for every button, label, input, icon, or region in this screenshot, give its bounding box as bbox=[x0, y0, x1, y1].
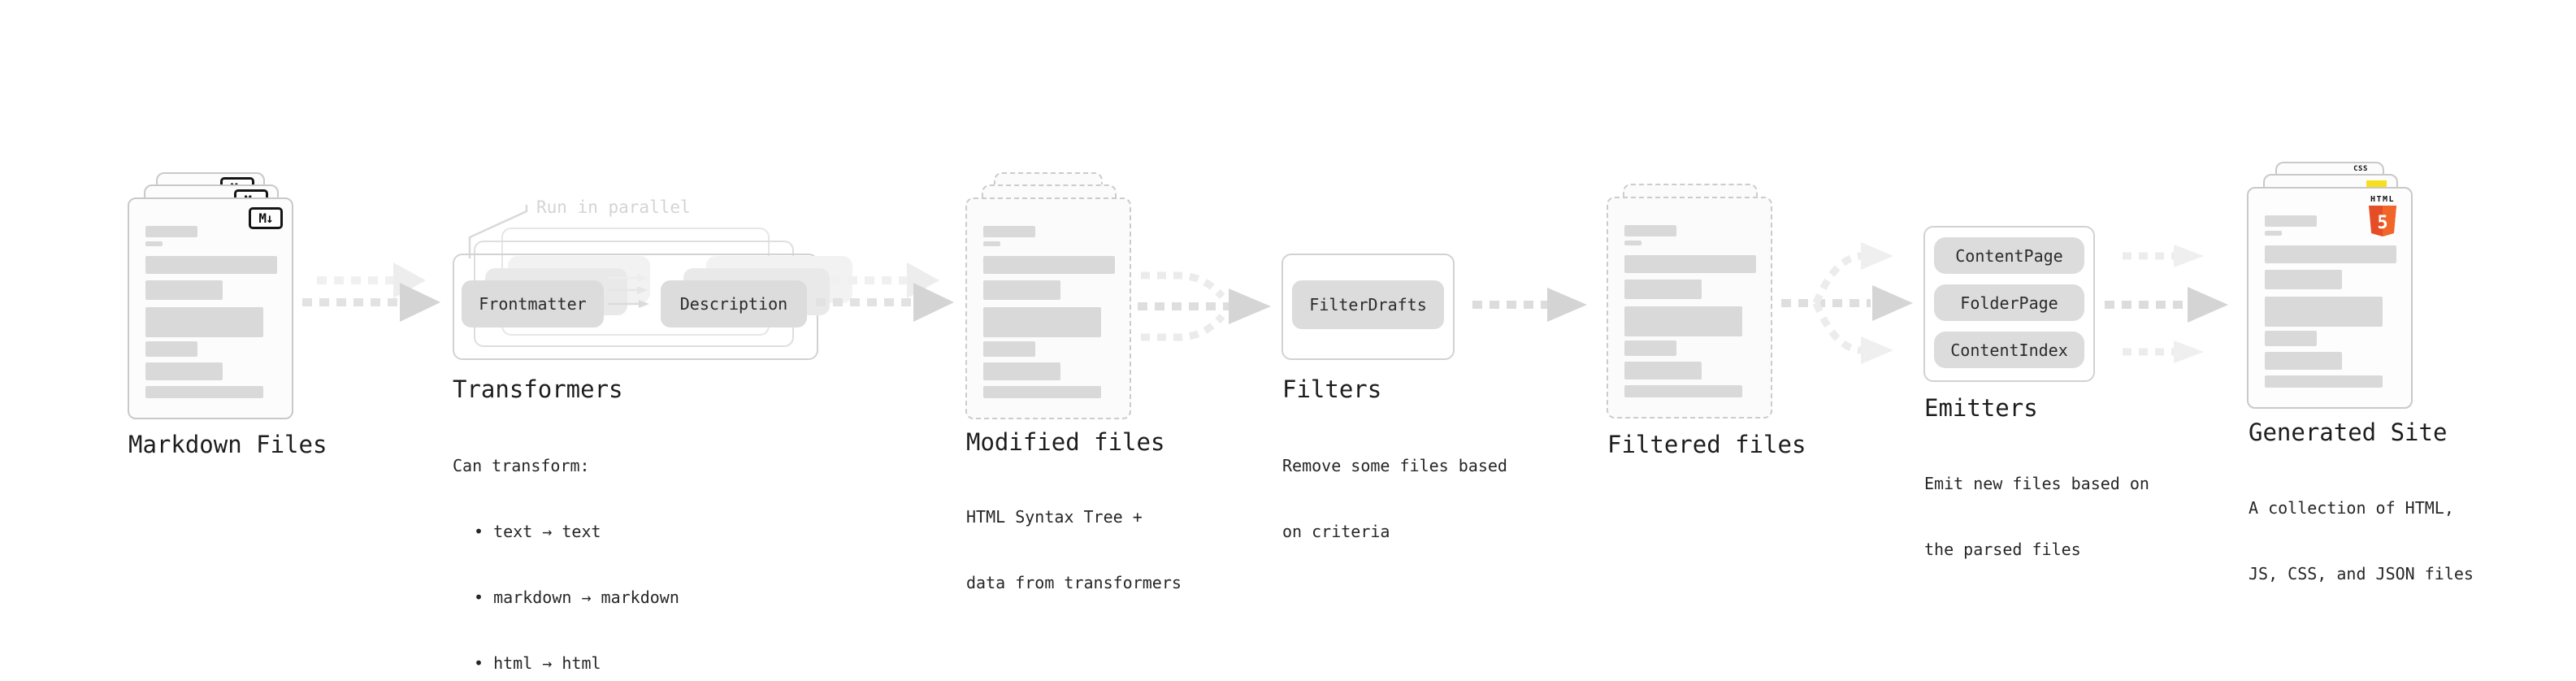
dashed-arrow bbox=[1472, 288, 1587, 322]
stage-label-filters: Filters bbox=[1282, 375, 1382, 403]
doc-text-line bbox=[1624, 255, 1756, 273]
filtered-files-stack bbox=[1607, 160, 1806, 428]
desc-line: JS, CSS, and JSON files bbox=[2249, 564, 2474, 583]
stage-description-emitters: Emit new files based on the parsed files bbox=[1924, 429, 2149, 605]
css-icon-text: CSS bbox=[2353, 165, 2368, 173]
desc-line: A collection of HTML, bbox=[2249, 498, 2454, 518]
filters-box bbox=[1281, 254, 1455, 360]
desc-line: on criteria bbox=[1282, 522, 1390, 541]
doc-text-line bbox=[2265, 331, 2317, 346]
emitter-pill-contentindex: ContentIndex bbox=[1934, 332, 2084, 368]
dashed-arrow-echo bbox=[302, 262, 440, 322]
triple-dashed-arrows bbox=[2105, 245, 2228, 363]
stage-label-transformers: Transformers bbox=[453, 375, 623, 403]
stage-label-generated: Generated Site bbox=[2249, 419, 2448, 446]
parallel-step-arrows bbox=[608, 274, 649, 308]
doc-text-line bbox=[1624, 362, 1702, 380]
desc-line: • markdown → markdown bbox=[474, 588, 679, 607]
doc-text-line bbox=[145, 341, 197, 357]
emitter-pill-contentpage: ContentPage bbox=[1934, 237, 2084, 274]
markdown-icon-text: M↓ bbox=[258, 210, 273, 226]
stage-label-filtered: Filtered files bbox=[1607, 431, 1806, 458]
doc-text-line bbox=[983, 307, 1101, 337]
doc-text-line bbox=[145, 386, 263, 398]
doc-text-line bbox=[983, 341, 1035, 357]
file-card bbox=[1607, 197, 1772, 419]
note-leader-line bbox=[468, 205, 528, 258]
doc-text-line bbox=[2265, 352, 2342, 370]
desc-line: Can transform: bbox=[453, 456, 590, 475]
html5-icon-word: HTML bbox=[2370, 195, 2396, 204]
doc-text-line bbox=[983, 280, 1060, 300]
doc-text-line bbox=[983, 362, 1060, 380]
filter-pill-filterdrafts: FilterDrafts bbox=[1292, 280, 1444, 329]
doc-text-line bbox=[1624, 306, 1742, 336]
doc-text-line bbox=[2265, 215, 2317, 227]
stage-description-generated: A collection of HTML, JS, CSS, and JSON … bbox=[2249, 453, 2474, 629]
doc-text-line bbox=[1624, 340, 1676, 356]
doc-text-line bbox=[1624, 225, 1676, 236]
doc-text-line bbox=[145, 280, 223, 300]
fan-in-arrow bbox=[1138, 271, 1271, 341]
emitter-pill-folderpage: FolderPage bbox=[1934, 284, 2084, 321]
html5-shield: 5 bbox=[2369, 206, 2396, 236]
transformer-pill-frontmatter: Frontmatter bbox=[462, 280, 604, 327]
html5-icon: HTML 5 bbox=[2364, 196, 2401, 238]
modified-files-stack bbox=[965, 161, 1164, 429]
doc-text-line bbox=[2265, 270, 2342, 289]
doc-text-line bbox=[2265, 375, 2383, 388]
desc-line: data from transformers bbox=[966, 573, 1182, 592]
desc-line: Emit new files based on bbox=[1924, 474, 2149, 493]
file-card: HTML 5 bbox=[2247, 187, 2413, 409]
file-card: M↓ bbox=[128, 197, 293, 419]
markdown-icon: M↓ bbox=[249, 207, 283, 229]
doc-text-line bbox=[145, 256, 277, 274]
doc-text-line bbox=[145, 226, 197, 237]
desc-line: HTML Syntax Tree + bbox=[966, 507, 1143, 527]
stage-label-modified: Modified files bbox=[966, 428, 1165, 456]
doc-text-line bbox=[2265, 245, 2396, 263]
desc-line: • html → html bbox=[474, 653, 601, 673]
doc-text-line bbox=[145, 362, 223, 380]
file-card bbox=[965, 197, 1131, 419]
doc-text-line bbox=[983, 386, 1101, 398]
doc-text-line bbox=[1624, 280, 1702, 299]
html5-number: 5 bbox=[2377, 213, 2387, 233]
dashed-arrow-echo bbox=[816, 262, 954, 322]
doc-text-line bbox=[2265, 297, 2383, 327]
run-in-parallel-note: Run in parallel bbox=[536, 197, 691, 217]
generated-site-stack: CSS HTML 5 bbox=[2247, 150, 2446, 419]
markdown-files-stack: M↓ M↓ M↓ bbox=[128, 161, 327, 429]
desc-line: • text → text bbox=[474, 522, 601, 541]
doc-text-line bbox=[2265, 231, 2282, 236]
desc-line: the parsed files bbox=[1924, 540, 2081, 559]
stage-description-filters: Remove some files based on criteria bbox=[1282, 411, 1507, 587]
doc-text-line bbox=[145, 307, 263, 337]
doc-text-line bbox=[145, 241, 163, 246]
fan-out-arrow bbox=[1781, 242, 1913, 364]
doc-text-line bbox=[983, 241, 1000, 246]
stage-description-modified: HTML Syntax Tree + data from transformer… bbox=[966, 462, 1182, 638]
transformer-pill-description: Description bbox=[661, 280, 807, 327]
stage-label-markdown: Markdown Files bbox=[128, 431, 327, 458]
doc-text-line bbox=[983, 256, 1115, 274]
emitters-box bbox=[1923, 226, 2095, 382]
doc-text-line bbox=[1624, 385, 1742, 397]
doc-text-line bbox=[983, 226, 1035, 237]
stage-description-transformers: Can transform: • text → text • markdown … bbox=[453, 411, 679, 681]
desc-line: Remove some files based bbox=[1282, 456, 1507, 475]
stage-label-emitters: Emitters bbox=[1924, 394, 2038, 422]
doc-text-line bbox=[1624, 241, 1641, 245]
